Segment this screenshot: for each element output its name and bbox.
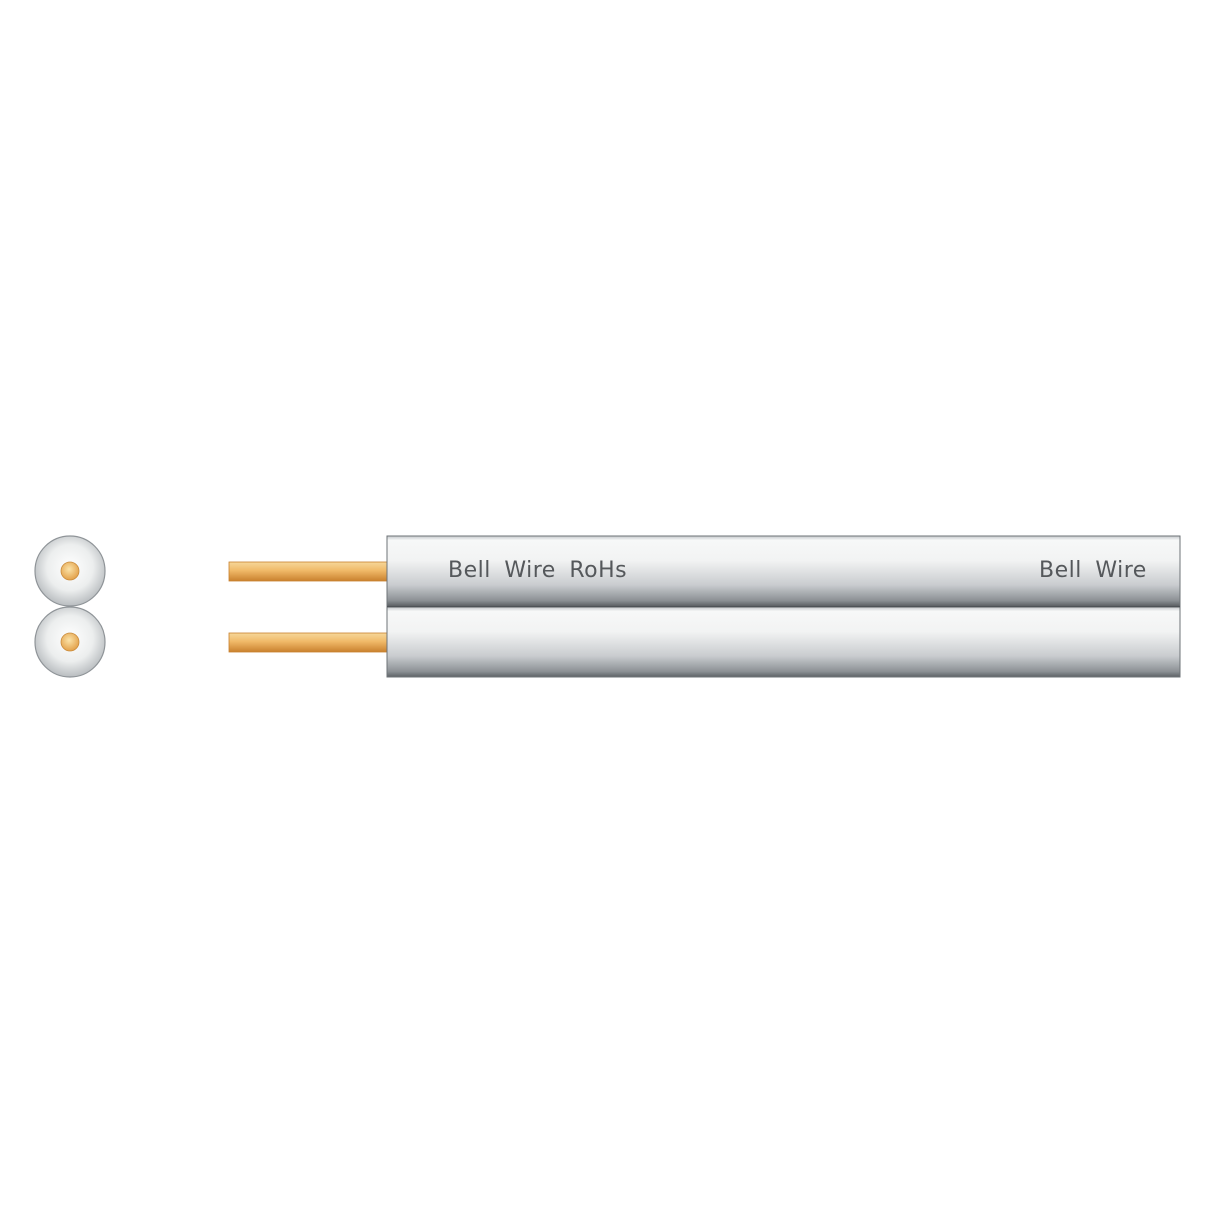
cable-print-first: Bell Wire RoHs — [448, 558, 627, 583]
exposed-conductors — [228, 561, 390, 653]
top-conductor-end-view — [34, 535, 106, 607]
cable-cross-section — [34, 535, 106, 678]
cable-body: Bell Wire RoHs Bell Wire — [386, 535, 1181, 678]
bottom-sheath — [386, 606, 1181, 678]
top-exposed-conductor — [228, 561, 390, 582]
bottom-exposed-conductor — [228, 632, 390, 653]
cable-print-second: Bell Wire — [1039, 558, 1147, 583]
bottom-conductor-end-view — [34, 606, 106, 678]
